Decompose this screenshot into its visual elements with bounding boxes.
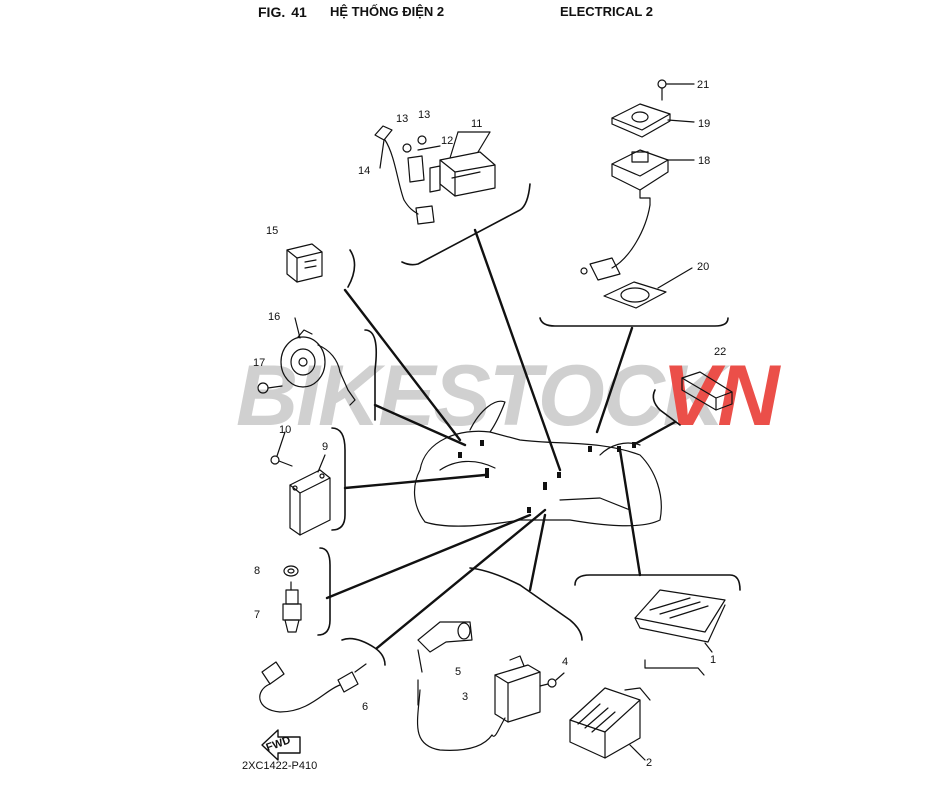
part-plug-cap-5 [416, 621, 493, 751]
callout-9: 9 [322, 441, 328, 453]
part-bolt-10 [270, 431, 293, 467]
part-regulator-9 [289, 454, 331, 536]
callout-14: 14 [358, 165, 370, 177]
callout-3: 3 [462, 691, 468, 703]
part-connector-2 [569, 687, 651, 761]
part-sensor-6 [259, 661, 367, 713]
leader-lines [325, 228, 677, 650]
part-bolts-13 [402, 135, 427, 153]
figure-label: FIG. 41 [258, 4, 307, 20]
fwd-arrow-icon [261, 729, 301, 761]
callout-16: 16 [268, 311, 280, 323]
callout-20: 20 [697, 261, 709, 273]
part-harness-14 [374, 125, 435, 225]
part-bolt-4 [539, 672, 565, 688]
part-screw-21 [657, 79, 695, 101]
callout-19: 19 [698, 118, 710, 130]
part-washer-8 [283, 565, 299, 577]
part-module-22 [681, 371, 733, 411]
title-english: ELECTRICAL 2 [560, 4, 653, 19]
callout-15: 15 [266, 225, 278, 237]
part-plate-19 [611, 103, 695, 138]
diagram-code: 2XC1422-P410 [242, 760, 318, 772]
title-vietnamese: HỆ THỐNG ĐIỆN 2 [330, 4, 445, 19]
callout-1: 1 [710, 654, 716, 666]
part-relay-15 [286, 243, 323, 283]
part-sensor-7 [282, 581, 302, 633]
page-header: FIG. 41 HỆ THỐNG ĐIỆN 2 ELECTRICAL 2 [0, 4, 930, 26]
callout-12: 12 [441, 135, 453, 147]
part-fuel-sender-18 [611, 149, 695, 269]
callout-22: 22 [714, 346, 726, 358]
callout-13a: 13 [396, 113, 408, 125]
callout-13b: 13 [418, 109, 430, 121]
fig-label-text: FIG. [258, 4, 286, 20]
callout-21: 21 [697, 79, 709, 91]
part-ecu-1 [634, 589, 726, 676]
figure-number: 41 [291, 4, 307, 20]
callout-17: 17 [253, 357, 265, 369]
callout-2: 2 [646, 757, 652, 769]
part-ignition-coil-3 [491, 655, 541, 737]
callout-18: 18 [698, 155, 710, 167]
callout-4: 4 [562, 656, 568, 668]
watermark: BIKESTOCK VN [236, 348, 783, 444]
part-relay-unit [429, 131, 496, 197]
fwd-label: FWD [265, 734, 293, 754]
connection-markers [458, 440, 636, 513]
part-bolt-17 [257, 382, 283, 394]
part-connector-12 [407, 145, 441, 183]
motorcycle-outline [414, 400, 662, 527]
part-float-gasket-20 [580, 257, 693, 309]
callout-8: 8 [254, 565, 260, 577]
part-horn-16 [280, 317, 356, 406]
callout-5: 5 [455, 666, 461, 678]
group-brackets [317, 183, 741, 666]
watermark-main: BIKESTOCK [236, 348, 731, 444]
callout-11: 11 [471, 118, 482, 130]
callout-10: 10 [279, 424, 291, 436]
callout-7: 7 [254, 609, 260, 621]
callout-6: 6 [362, 701, 368, 713]
